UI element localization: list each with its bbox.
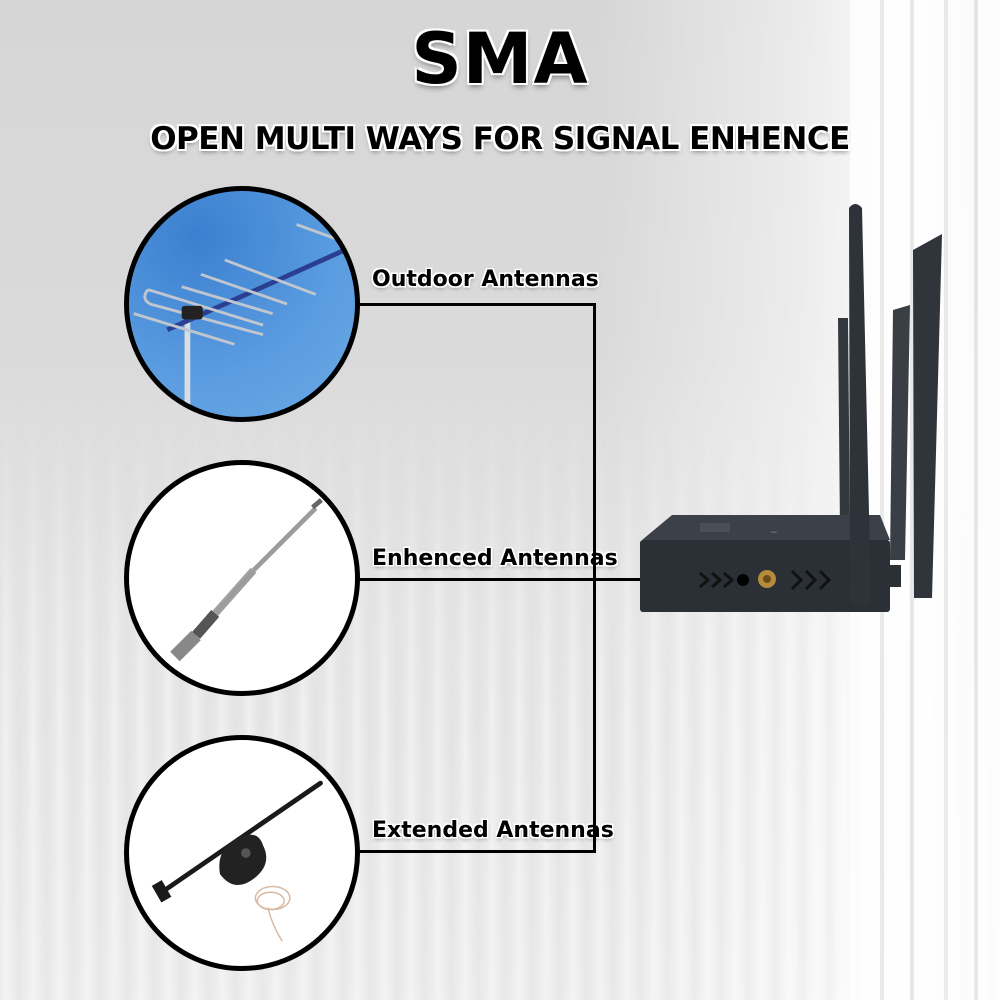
connector-line-extended bbox=[360, 850, 596, 853]
connector-line-outdoor bbox=[360, 303, 596, 306]
sma-port-icon bbox=[758, 570, 776, 588]
connector-line-to-port bbox=[360, 578, 740, 581]
extended-antenna-icon bbox=[151, 780, 323, 942]
extended-antenna-image bbox=[124, 735, 360, 971]
option-label-extended: Extended Antennas bbox=[372, 818, 614, 843]
enhanced-antenna-image bbox=[124, 460, 360, 696]
outdoor-antenna-image bbox=[124, 186, 360, 422]
page-title: SMA bbox=[411, 18, 589, 100]
page-subtitle: OPEN MULTI WAYS FOR SIGNAL ENHENCE bbox=[150, 121, 850, 157]
option-label-outdoor: Outdoor Antennas bbox=[372, 267, 599, 292]
yagi-antenna-icon bbox=[133, 223, 355, 417]
svg-text:~: ~ bbox=[770, 528, 778, 538]
option-label-enhanced: Enhenced Antennas bbox=[372, 546, 618, 571]
telescopic-antenna-icon bbox=[170, 498, 323, 662]
